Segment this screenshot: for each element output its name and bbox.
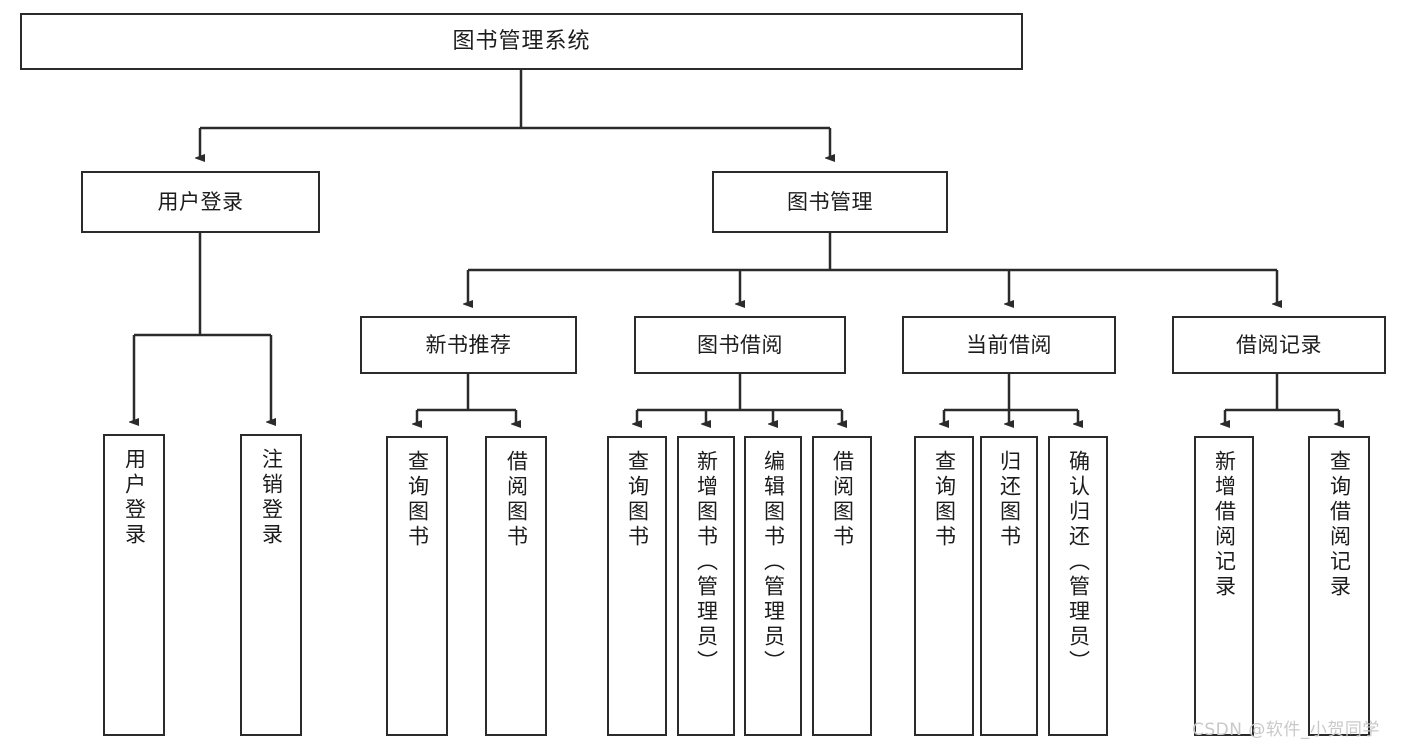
node-label: 查询图书 [625,450,650,550]
node-label: 借阅图书 [830,450,855,550]
node-label: 归还图书 [997,450,1022,550]
node-book-management[interactable]: 图书管理 [712,171,948,233]
node-label: 借阅图书 [504,450,529,550]
csdn-watermark: CSDN @软件_小贺同学 [1192,720,1380,740]
node-new-book-recommendation[interactable]: 新书推荐 [360,316,577,374]
node-label: 查询图书 [932,450,957,550]
leaf-borrow-borrow-books[interactable]: 借阅图书 [812,436,872,736]
node-label: 查询图书 [405,450,430,550]
leaf-current-return-books[interactable]: 归还图书 [980,436,1038,736]
leaf-borrow-query-books[interactable]: 查询图书 [607,436,667,736]
node-label: 编辑图书（管理员） [761,450,786,675]
leaf-current-confirm-return-admin[interactable]: 确认归还（管理员） [1048,436,1108,736]
node-label: 用户登录 [122,448,147,548]
node-label: 图书借阅 [697,332,783,357]
node-label: 新书推荐 [425,332,512,357]
leaf-borrow-edit-book-admin[interactable]: 编辑图书（管理员） [744,436,802,736]
node-current-borrowing[interactable]: 当前借阅 [902,316,1116,374]
leaf-new-book-borrow-books[interactable]: 借阅图书 [485,436,547,736]
node-label: 当前借阅 [966,332,1052,357]
leaf-records-query-record[interactable]: 查询借阅记录 [1308,436,1370,736]
leaf-current-query-books[interactable]: 查询图书 [914,436,974,736]
leaf-user-login-signout[interactable]: 注销登录 [240,434,302,736]
node-book-borrowing[interactable]: 图书借阅 [634,316,846,374]
node-label: 查询借阅记录 [1327,450,1352,600]
node-label: 确认归还（管理员） [1066,450,1091,675]
node-borrowing-records[interactable]: 借阅记录 [1172,316,1386,374]
node-label: 图书管理 [787,189,873,214]
node-label: 新增借阅记录 [1212,450,1237,600]
leaf-user-login-signin[interactable]: 用户登录 [103,434,165,736]
node-label: 借阅记录 [1236,332,1322,357]
leaf-new-book-query-books[interactable]: 查询图书 [386,436,448,736]
node-root-book-management-system[interactable]: 图书管理系统 [20,13,1023,70]
leaf-records-add-record[interactable]: 新增借阅记录 [1194,436,1254,736]
node-label: 新增图书（管理员） [694,450,719,675]
node-label: 注销登录 [259,448,284,548]
leaf-borrow-add-book-admin[interactable]: 新增图书（管理员） [677,436,735,736]
node-label: 图书管理系统 [452,28,591,54]
node-label: 用户登录 [157,189,244,214]
node-user-login[interactable]: 用户登录 [81,171,320,233]
